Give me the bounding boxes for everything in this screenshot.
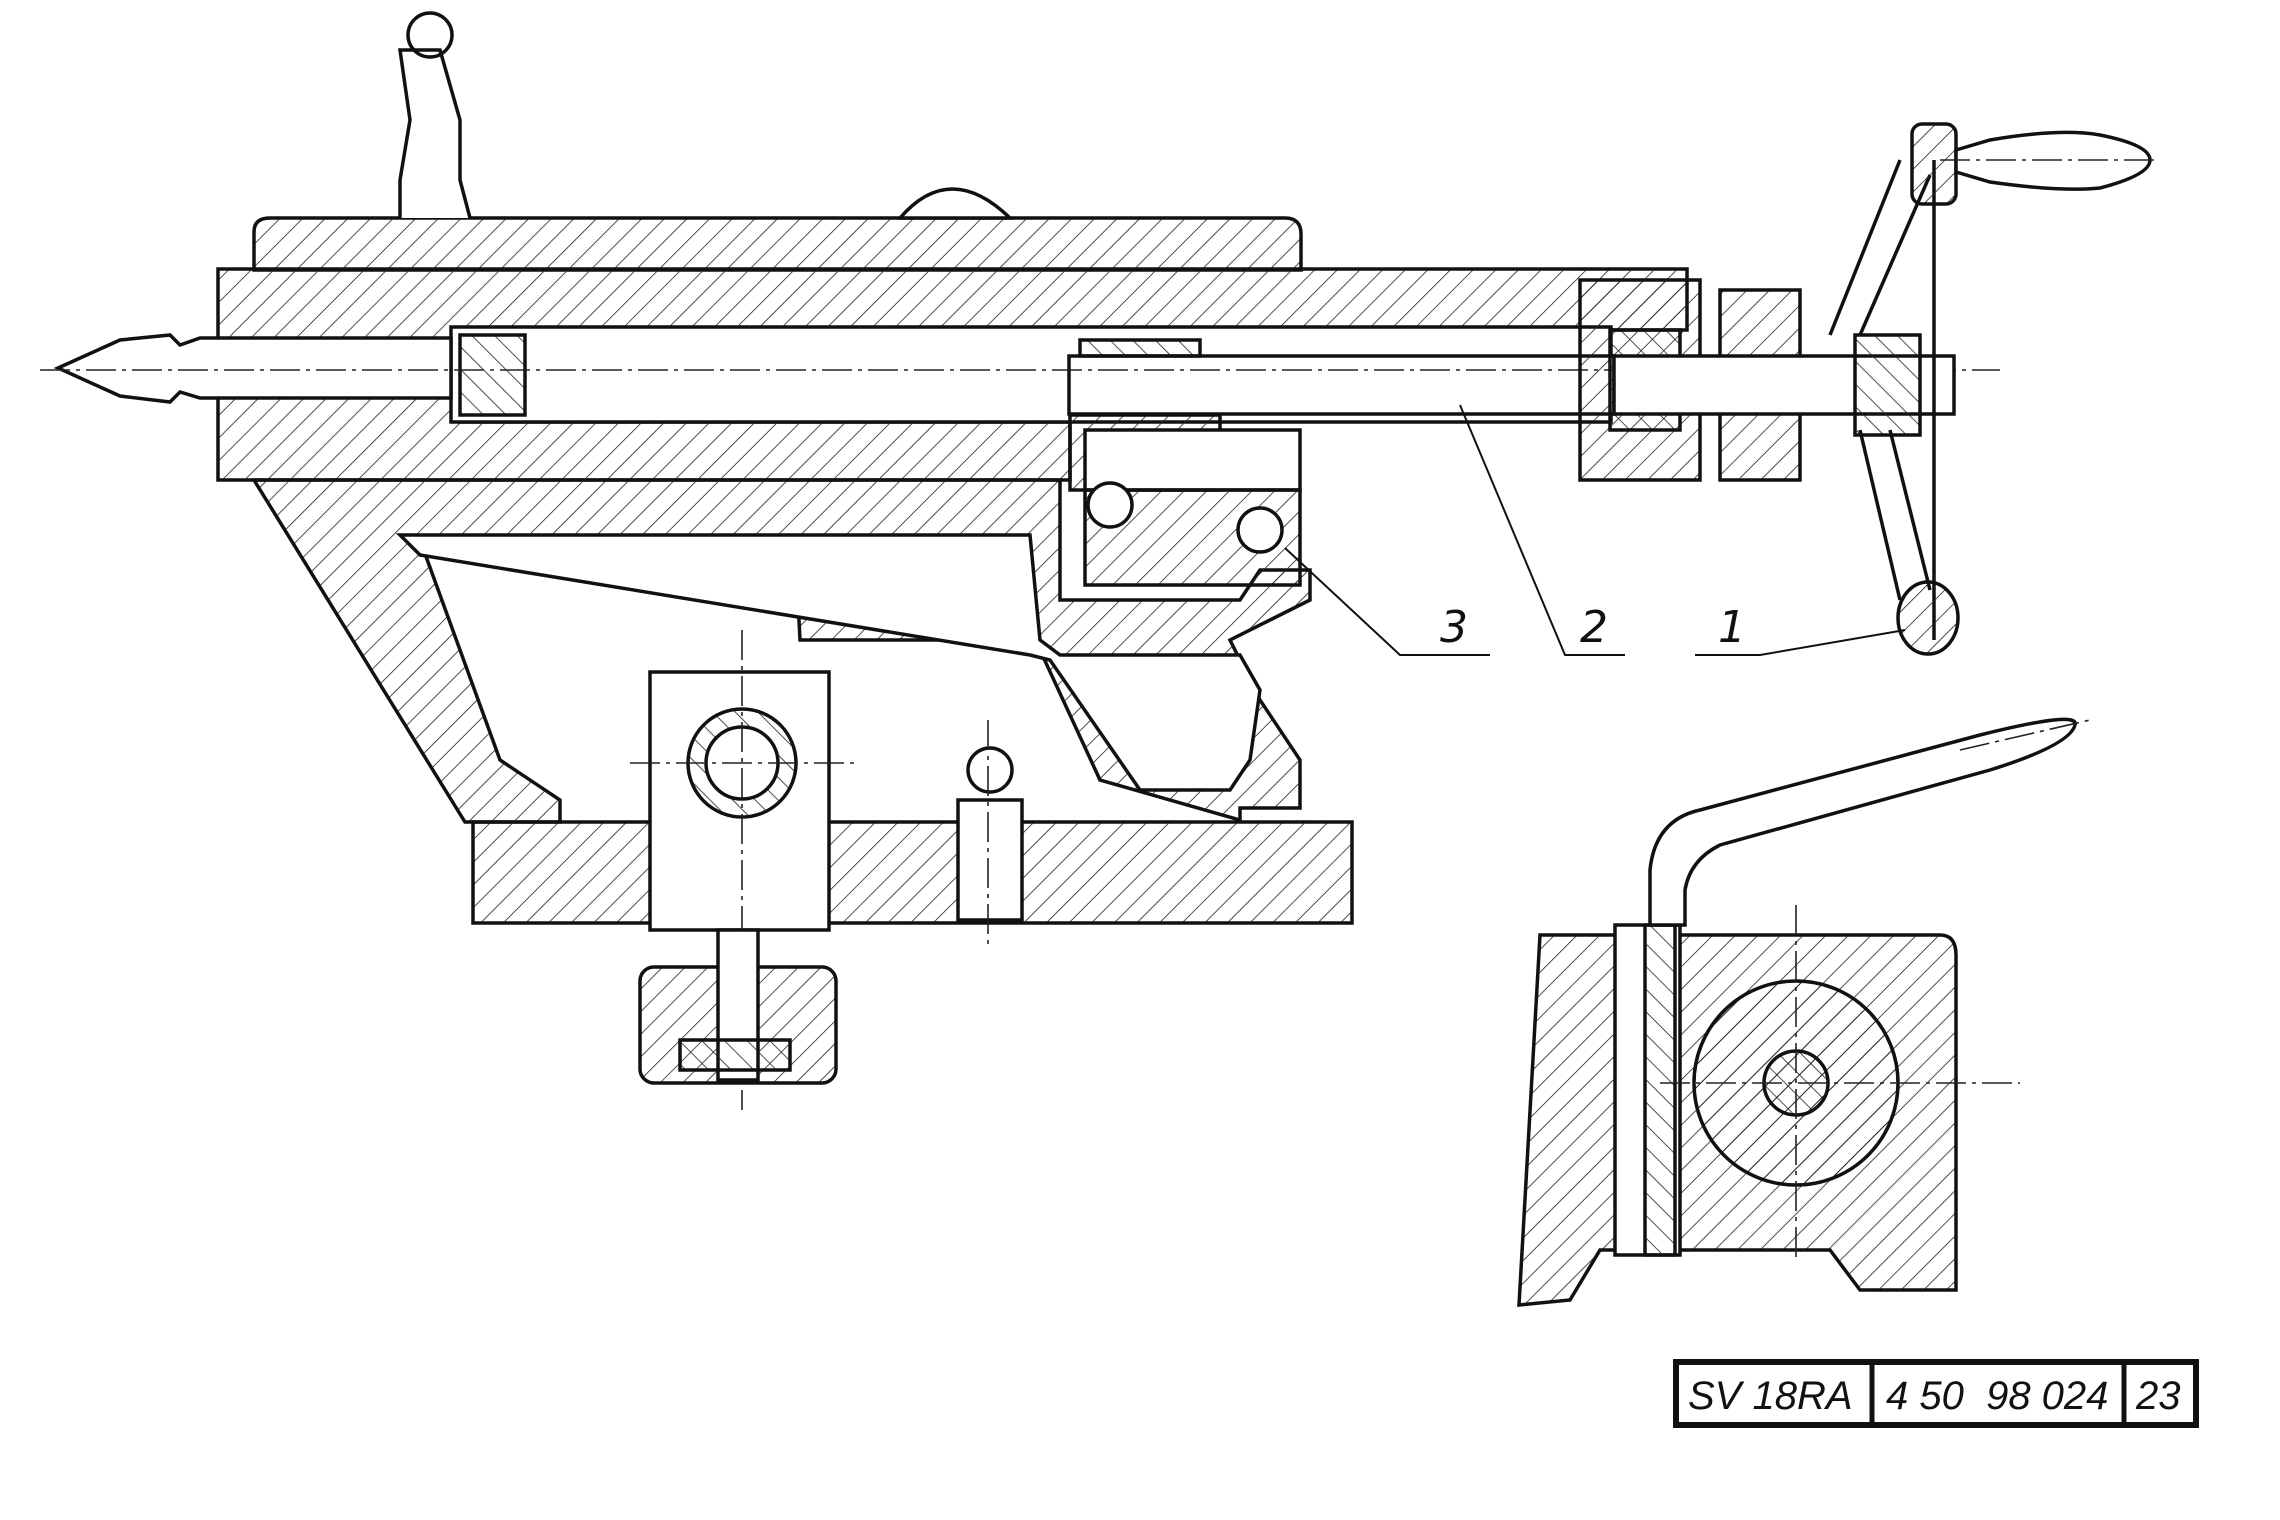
callouts: 3 2 1	[1284, 404, 1906, 656]
handwheel	[1828, 122, 2160, 656]
tailstock-body	[250, 216, 1312, 824]
section-view	[1517, 717, 2091, 1307]
tailstock-base	[471, 630, 1354, 1110]
machine-code: SV 18RA	[1688, 1374, 1853, 1418]
center-point	[53, 333, 453, 404]
drawing-number: 4 50 98 024	[1886, 1374, 2108, 1418]
lead-screw	[40, 338, 2000, 416]
sheet-number: 23	[2135, 1374, 2181, 1418]
bearing-housing	[1578, 278, 1956, 482]
clamp-lever-top	[397, 11, 1015, 220]
callout-3: 3	[1440, 602, 1468, 653]
title-block: SV 18RA 4 50 98 024 23	[1673, 1359, 2199, 1428]
callout-1: 1	[1718, 602, 1746, 653]
clamp-nut	[638, 928, 838, 1085]
callout-2: 2	[1580, 602, 1608, 653]
